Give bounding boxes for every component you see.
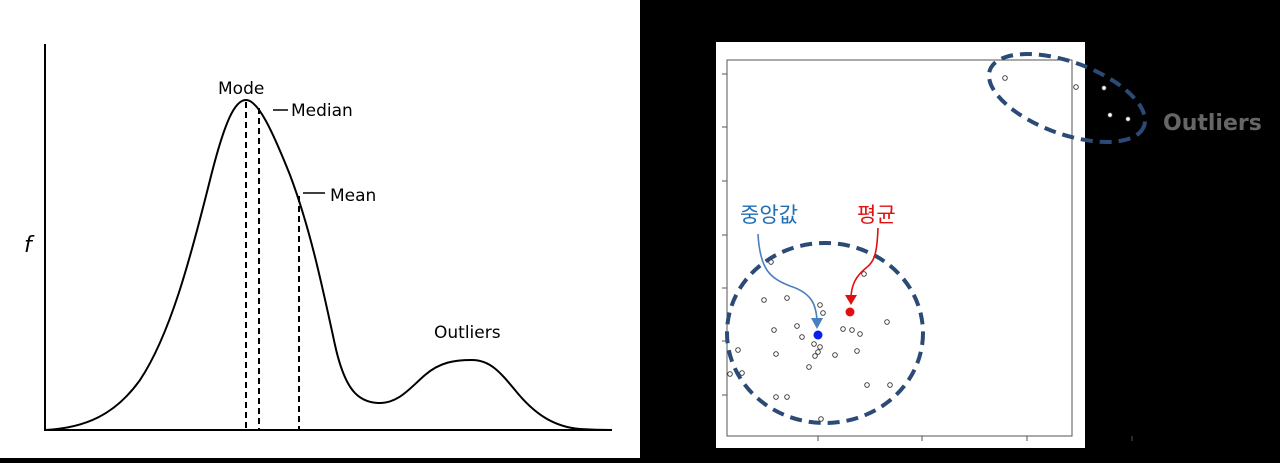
cluster-ellipse [725,241,925,425]
mean-label: Mean [330,186,376,206]
outlier-ellipse [986,52,1148,144]
median-arrow [757,233,818,321]
mean-label: 평균 [857,203,896,227]
median-label: Median [291,101,353,121]
outliers-label: Outliers [1163,111,1262,136]
mean-arrow [850,227,879,297]
scatter-chart-panel [716,42,1085,448]
mean-arrowhead-icon [845,295,857,305]
y-ticks [722,73,727,396]
plot-frame [726,59,1073,437]
median-label: 중앙값 [740,203,798,227]
y-axis-label: f [24,233,35,258]
median-arrowhead-icon [811,318,823,329]
data-points [727,75,1131,422]
density-curve [44,98,613,431]
mean-point [845,307,855,317]
density-chart-panel: f Mode Median Mean Outliers [0,0,640,458]
mode-label: Mode [218,79,264,99]
density-chart: f Mode Median Mean Outliers [24,44,613,431]
outliers-label: Outliers [434,323,501,343]
median-point [813,330,823,340]
x-ticks [817,436,1133,441]
